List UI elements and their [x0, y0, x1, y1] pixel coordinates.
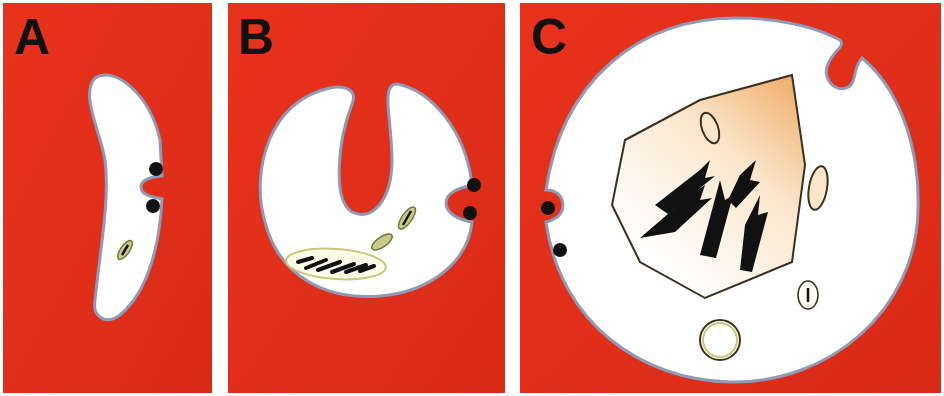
panel-ground	[520, 3, 941, 393]
vesicle	[700, 320, 740, 360]
dot	[146, 199, 160, 213]
panel-letter: C	[531, 12, 567, 62]
vacuole	[612, 75, 805, 298]
organelle	[369, 231, 394, 253]
organelle	[697, 110, 723, 146]
organelle	[395, 204, 418, 231]
cell-outline	[260, 84, 472, 296]
cell-outline	[546, 18, 918, 382]
crystal	[807, 288, 810, 302]
panel-ground	[228, 3, 505, 393]
panel-ground	[3, 3, 212, 393]
vesicle	[703, 323, 737, 357]
cell-outline	[90, 75, 162, 320]
panel-letter: B	[238, 12, 274, 62]
crystal	[403, 211, 411, 225]
organelle	[805, 165, 830, 211]
organelle	[115, 238, 135, 261]
dot	[149, 162, 163, 176]
dot	[541, 201, 555, 215]
dot	[463, 206, 477, 220]
crystals	[640, 160, 768, 272]
vacuole	[285, 246, 387, 283]
panel-letter: A	[14, 12, 50, 62]
crystals	[298, 258, 374, 272]
dot	[553, 243, 567, 257]
crystal	[122, 245, 128, 255]
dot	[467, 178, 481, 192]
organelle	[798, 281, 818, 309]
